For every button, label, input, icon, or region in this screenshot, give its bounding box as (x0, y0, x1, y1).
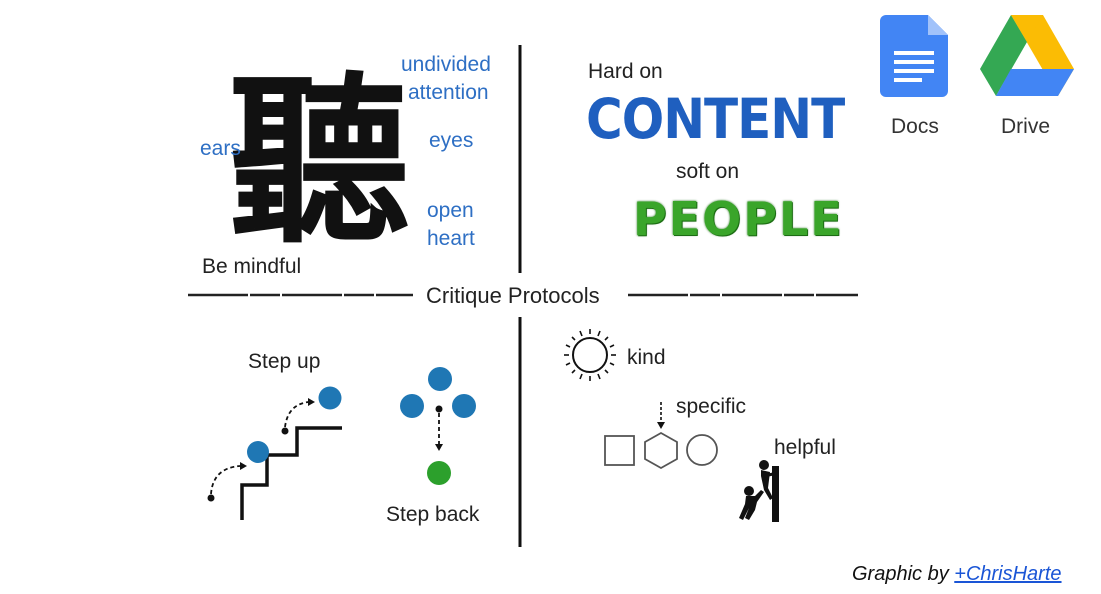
word-content: CONTENT (586, 87, 845, 152)
label-helpful: helpful (774, 436, 836, 459)
label-open: open (427, 199, 474, 222)
horizontal-divider (188, 293, 858, 297)
label-heart: heart (427, 227, 475, 250)
label-step-back: Step back (386, 503, 480, 526)
credit-link[interactable]: +ChrisHarte (954, 563, 1062, 585)
divider-title: Critique Protocols (426, 283, 600, 308)
dot-step-up-2 (318, 386, 342, 410)
helping-figures-icon (739, 460, 779, 522)
label-ears: ears (200, 137, 241, 160)
credit-prefix: Graphic by (852, 563, 955, 585)
step-back-diagram (400, 367, 476, 485)
docs-app[interactable]: Docs (880, 15, 952, 140)
drive-label: Drive (1001, 115, 1051, 138)
label-step-up: Step up (248, 350, 321, 373)
docs-icon (880, 15, 948, 97)
label-be-mindful: Be mindful (202, 255, 302, 278)
label-hard-on: Hard on (588, 60, 663, 83)
kanji-character: 聽 (228, 54, 410, 268)
docs-label: Docs (891, 115, 939, 138)
drive-icon (980, 15, 1074, 96)
label-specific: specific (676, 395, 747, 418)
stairs-diagram (207, 386, 342, 520)
label-undivided: undivided (401, 53, 491, 76)
sun-icon (564, 329, 616, 381)
word-people: PEOPLE (633, 192, 844, 246)
shapes-diagram (604, 402, 718, 470)
drive-app[interactable]: Drive (980, 15, 1076, 140)
label-kind: kind (627, 346, 666, 369)
credit-line: Graphic by +ChrisHarte (852, 564, 1062, 584)
label-attention: attention (408, 81, 489, 104)
label-soft-on: soft on (676, 160, 740, 183)
dot-step-up-1 (247, 441, 269, 463)
vertical-divider (518, 45, 522, 547)
label-eyes: eyes (429, 129, 474, 152)
